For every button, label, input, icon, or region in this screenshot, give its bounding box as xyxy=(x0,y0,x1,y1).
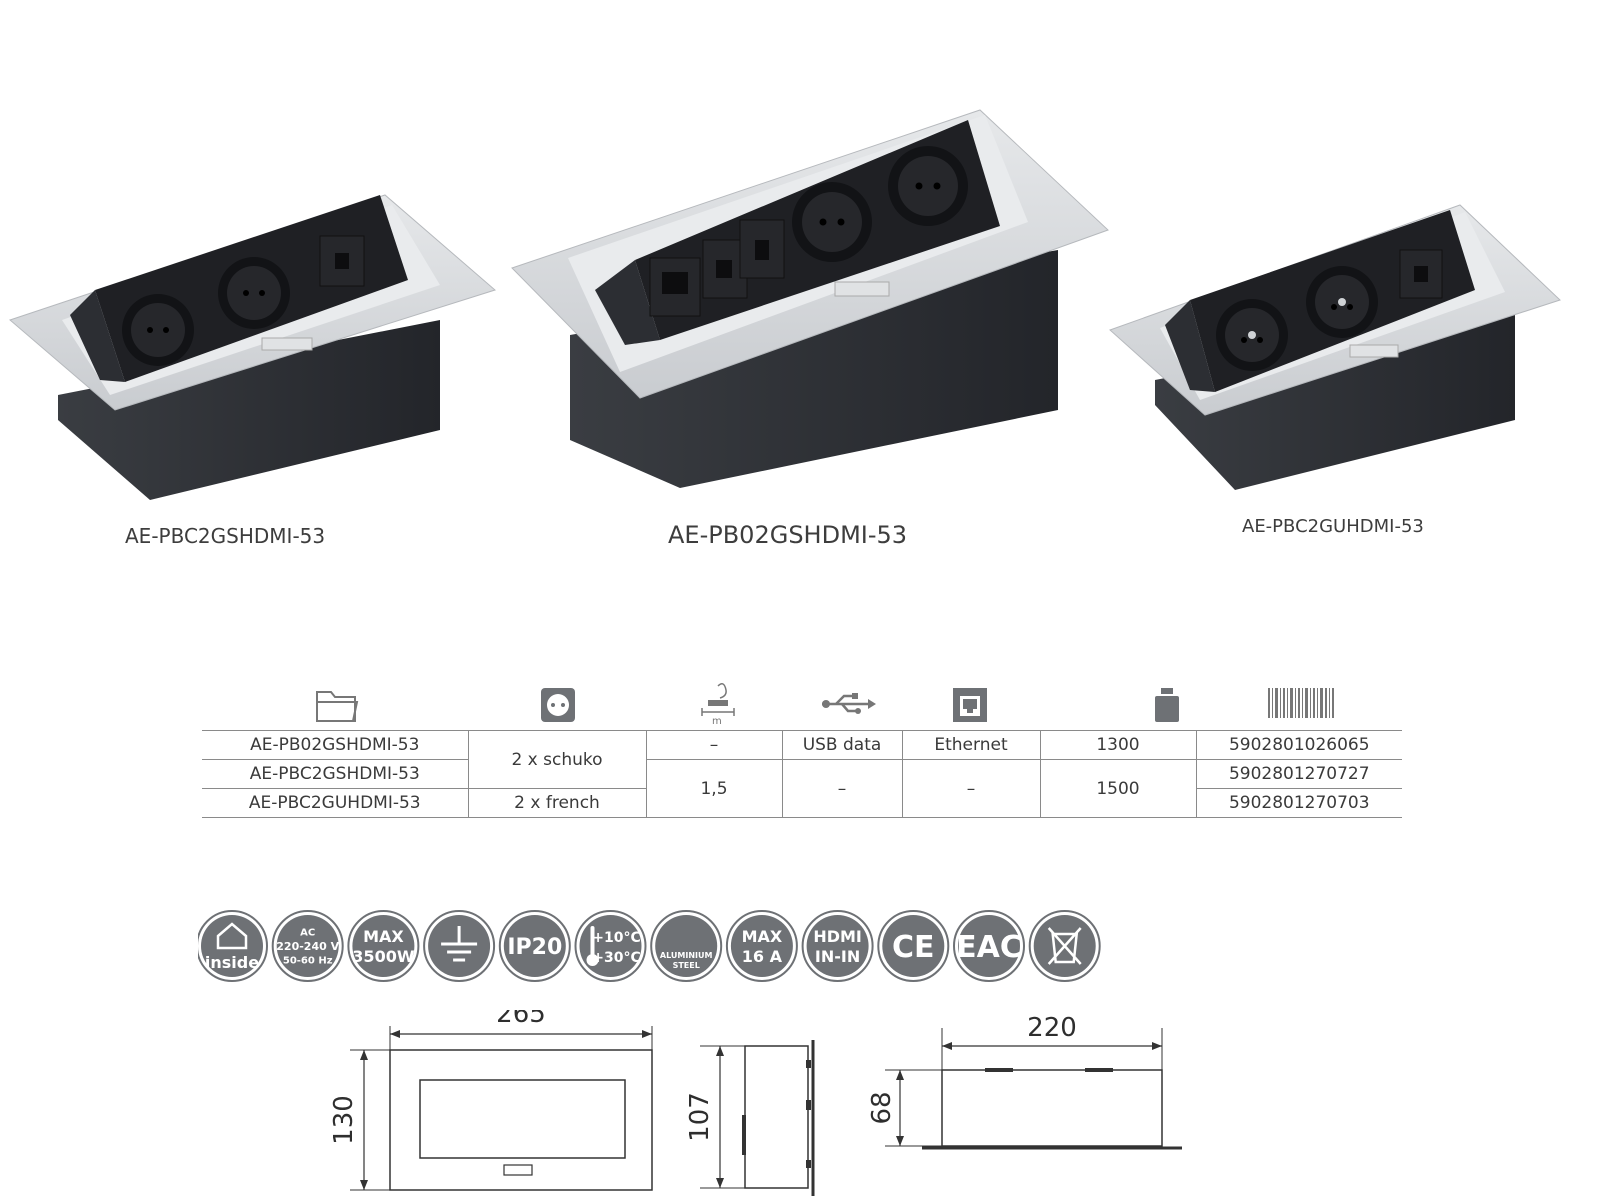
front-width-label: 220 xyxy=(1027,1013,1077,1043)
ethernet-cell: Ethernet xyxy=(901,730,1041,760)
hdmi-badge-text: HDMI xyxy=(813,927,862,946)
barcode-icon xyxy=(1268,688,1334,718)
ethernet-icon xyxy=(953,688,987,722)
aluminium-steel-badge-text: ALUMINIUM xyxy=(660,951,713,960)
schuko-socket xyxy=(888,146,968,226)
ip20-badge-text: IP20 xyxy=(507,935,562,960)
temperature-badge-text: +10°C xyxy=(592,930,641,946)
side-view-drawing: 107 xyxy=(685,1040,815,1196)
product-image-2 xyxy=(511,109,1109,488)
weight-cell: 1500 xyxy=(1039,759,1197,818)
aluminium-steel-badge-text: STEEL xyxy=(673,961,700,970)
socket-icon xyxy=(541,688,575,722)
weight-cell: 1300 xyxy=(1039,730,1197,760)
weight-icon xyxy=(1155,688,1179,722)
sockets-cell: 2 x schuko xyxy=(467,730,647,789)
ethernet-cell: – xyxy=(901,759,1041,818)
ce-badge: CE xyxy=(877,910,950,982)
table-row: AE-PBC2GSHDMI-53 1,5 – – 1500 5902801270… xyxy=(202,759,1402,818)
french-socket xyxy=(1306,266,1378,338)
product-image-1 xyxy=(9,194,497,500)
max-current-badge-text: MAX xyxy=(742,927,783,946)
ean-cell: 5902801270727 xyxy=(1195,759,1402,789)
cable-cell: 1,5 xyxy=(645,759,783,818)
temperature-badge: +10°C +30°C xyxy=(574,910,647,982)
model-cell: AE-PBC2GSHDMI-53 xyxy=(202,759,469,789)
table-row: AE-PBC2GUHDMI-53 2 x french 590280127070… xyxy=(202,788,1402,818)
french-socket xyxy=(1216,299,1288,371)
max-power-badge-text: 3500W xyxy=(352,947,415,966)
product-label-2: AE-PB02GSHDMI-53 xyxy=(668,521,908,549)
product-image-3 xyxy=(1109,204,1561,490)
eac-badge-text: EAC xyxy=(956,930,1022,965)
front-view-drawing: 220 68 xyxy=(867,1013,1182,1150)
front-height-label: 68 xyxy=(867,1091,897,1124)
side-height-label: 107 xyxy=(685,1092,715,1142)
ac-voltage-badge-text: 220-240 V xyxy=(276,940,339,953)
ip20-badge: IP20 xyxy=(498,910,571,982)
max-power-badge-text: MAX xyxy=(363,927,404,946)
model-cell: AE-PB02GSHDMI-53 xyxy=(202,730,469,760)
schuko-socket xyxy=(218,257,290,329)
ac-voltage-badge-text: 50-60 Hz xyxy=(283,956,333,967)
weee-badge xyxy=(1028,910,1101,982)
spec-table: AE-PB02GSHDMI-53 2 x schuko – USB data E… xyxy=(202,730,1402,818)
table-row: AE-PB02GSHDMI-53 2 x schuko – USB data E… xyxy=(202,730,1402,789)
ground-badge xyxy=(423,910,496,982)
sockets-cell: 2 x french xyxy=(467,788,647,818)
usb-icon xyxy=(822,693,876,714)
folder-icon xyxy=(316,691,359,722)
usb-cell: – xyxy=(781,759,903,818)
usb-cell: USB data xyxy=(781,730,903,760)
max-current-badge-text: 16 A xyxy=(742,947,783,966)
dimension-drawings: 265 130 107 220 68 xyxy=(330,1010,1182,1196)
ce-badge-text: CE xyxy=(892,930,935,965)
cable-length-icon xyxy=(701,683,735,716)
inside-badge: inside xyxy=(198,910,268,982)
product-label-1: AE-PBC2GSHDMI-53 xyxy=(125,524,326,548)
spec-header-icons xyxy=(316,683,1334,722)
temperature-badge-text: +30°C xyxy=(592,950,641,966)
cable-cell: – xyxy=(645,730,783,760)
eac-badge: EAC xyxy=(953,910,1025,982)
ac-voltage-badge-text: AC xyxy=(300,928,315,939)
ean-cell: 5902801026065 xyxy=(1195,730,1402,760)
inside-badge-text: inside xyxy=(205,953,259,972)
hdmi-badge-text: IN-IN xyxy=(815,947,860,966)
top-width-label: 265 xyxy=(496,1010,546,1029)
product-label-3: AE-PBC2GUHDMI-53 xyxy=(1242,516,1424,537)
schuko-socket xyxy=(122,294,194,366)
ean-cell: 5902801270703 xyxy=(1195,788,1402,818)
top-height-label: 130 xyxy=(330,1095,359,1145)
top-view-drawing: 265 130 xyxy=(330,1010,653,1191)
schuko-socket xyxy=(792,182,872,262)
model-cell: AE-PBC2GUHDMI-53 xyxy=(202,788,469,818)
cable-unit: m xyxy=(712,716,722,727)
product-images xyxy=(9,109,1561,500)
